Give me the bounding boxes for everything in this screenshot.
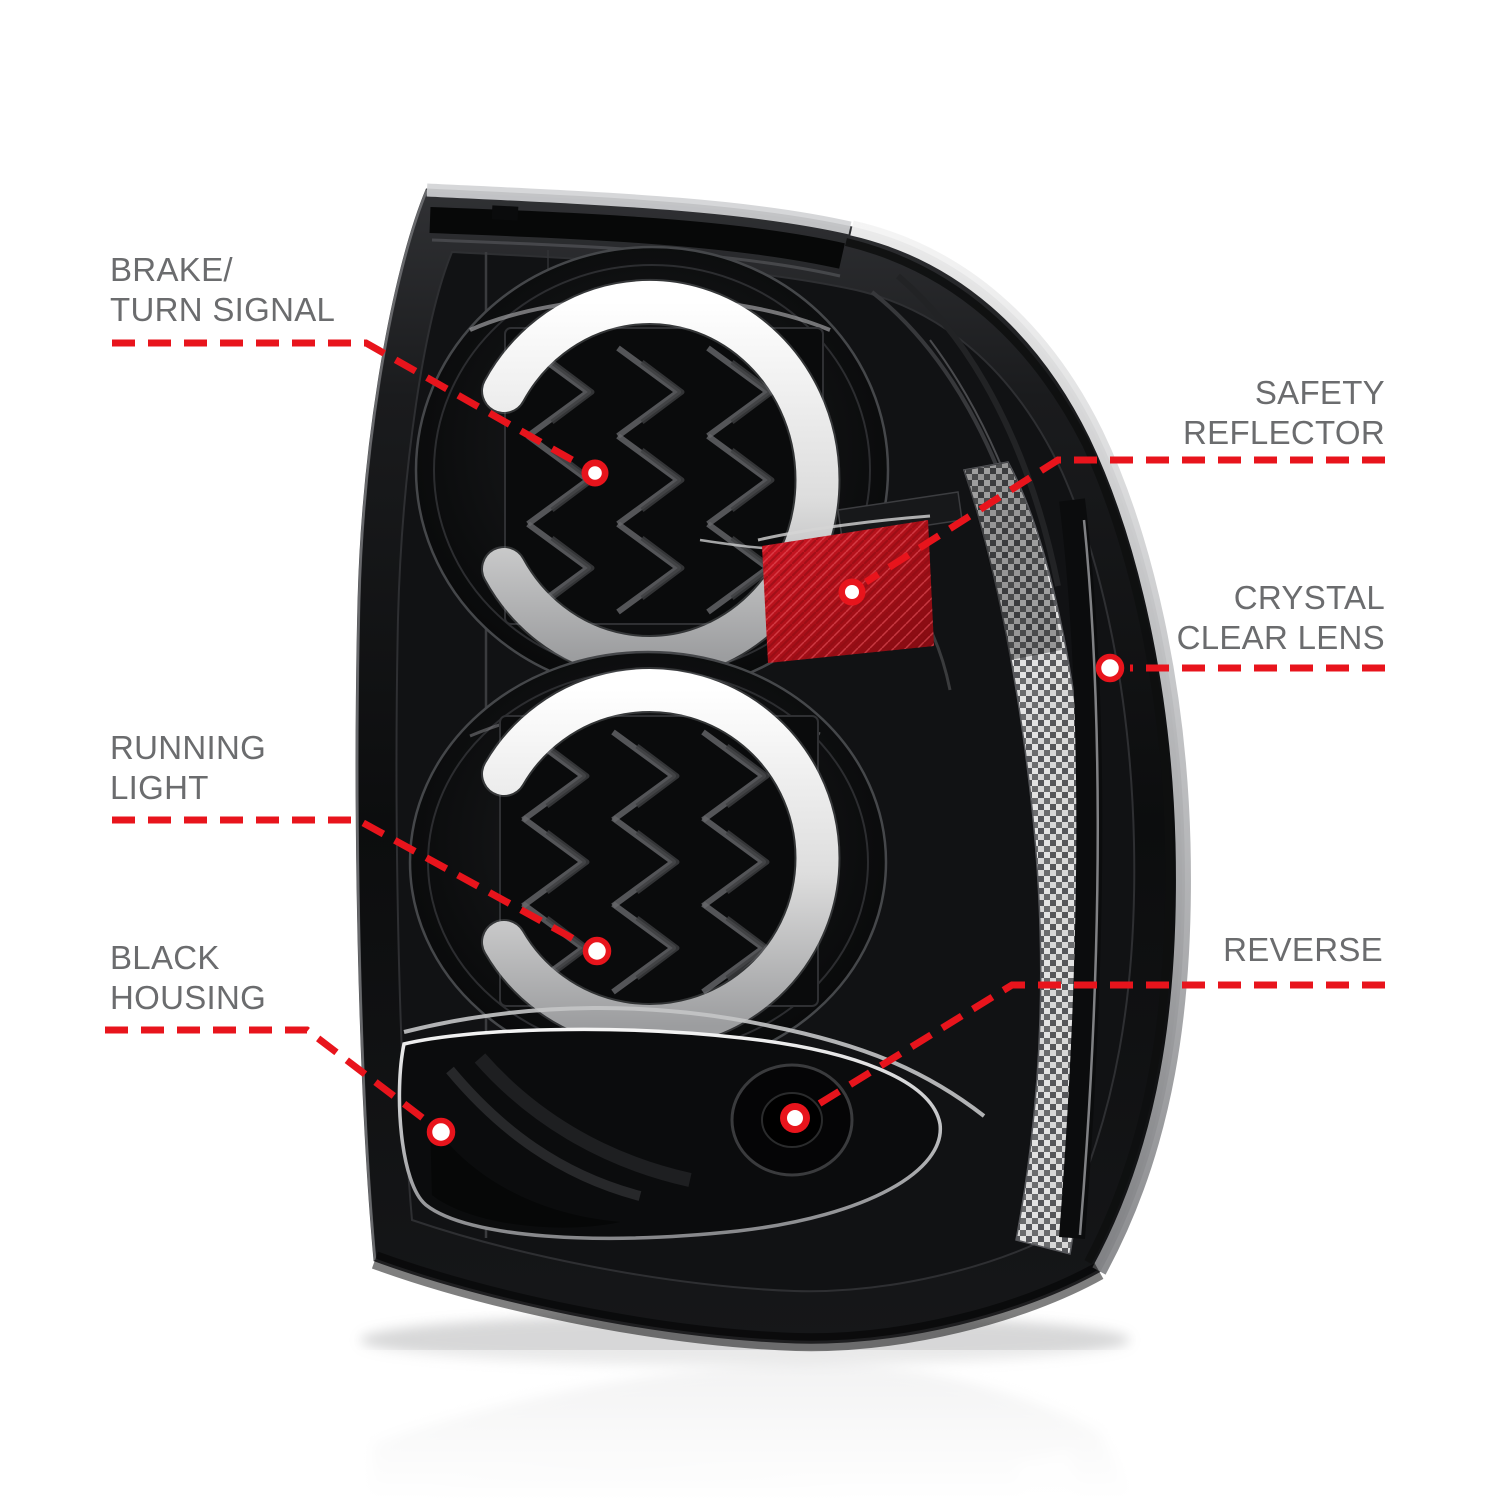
callout-label-line: SAFETY	[1254, 374, 1385, 411]
right-band-highlight	[1078, 519, 1100, 1236]
callout-line-running-light	[112, 816, 585, 948]
callout-label-brake-turn-signal: BRAKE/ TURN SIGNAL	[110, 250, 335, 330]
top-dark-strip	[429, 207, 845, 269]
callout-marker-running-light	[582, 936, 612, 966]
callout-marker-crystal-clear-lens	[1095, 653, 1125, 683]
callout-label-line: CLEAR LENS	[1176, 619, 1385, 656]
callout-marker-black-housing	[426, 1117, 456, 1147]
callout-line-safety-reflector	[864, 456, 1385, 585]
reverse-chrome-trim	[403, 1006, 986, 1118]
top-lens-band	[426, 183, 852, 235]
crystal-clear-lens-rim	[850, 220, 1191, 1275]
callout-label-line: REFLECTOR	[1183, 414, 1385, 451]
callout-label-line: BRAKE/	[110, 251, 233, 288]
callout-lines	[105, 339, 1385, 1125]
callout-label-line: CRYSTAL	[1233, 579, 1385, 616]
callout-label-line: BLACK	[110, 939, 220, 976]
rim-inner-shadow	[845, 238, 1174, 1264]
reflection-fade	[0, 1350, 1500, 1500]
callout-label-running-light: RUNNING LIGHT	[110, 728, 266, 808]
groove-line	[896, 273, 1061, 587]
callout-label-black-housing: BLACK HOUSING	[110, 938, 266, 1018]
callout-markers	[426, 459, 1125, 1147]
callout-label-line: RUNNING	[110, 729, 267, 766]
callout-marker-brake-turn-signal	[581, 459, 609, 487]
top-notch	[491, 205, 519, 221]
reflector-mesh-strip	[963, 461, 1094, 1255]
callout-label-line: REVERSE	[1223, 931, 1383, 968]
callout-marker-reverse	[780, 1103, 810, 1133]
callout-marker-safety-reflector	[838, 578, 866, 606]
bottom-edge-shade	[371, 1251, 1104, 1352]
callout-line-reverse	[807, 981, 1385, 1113]
callout-line-brake-turn-signal	[112, 339, 583, 469]
callout-label-crystal-clear-lens: CRYSTAL CLEAR LENS	[1177, 578, 1385, 658]
callout-label-safety-reflector: SAFETY REFLECTOR	[1183, 373, 1385, 453]
callout-label-line: TURN SIGNAL	[110, 291, 336, 328]
callout-label-line: LIGHT	[110, 769, 209, 806]
callout-line-black-housing	[105, 1026, 431, 1125]
callout-label-reverse: REVERSE	[1223, 930, 1383, 970]
callout-label-line: HOUSING	[110, 979, 267, 1016]
running-halo	[483, 669, 839, 1047]
tail-light	[355, 183, 1191, 1352]
right-dark-band	[1059, 498, 1103, 1239]
left-edge-highlight	[355, 189, 429, 1261]
